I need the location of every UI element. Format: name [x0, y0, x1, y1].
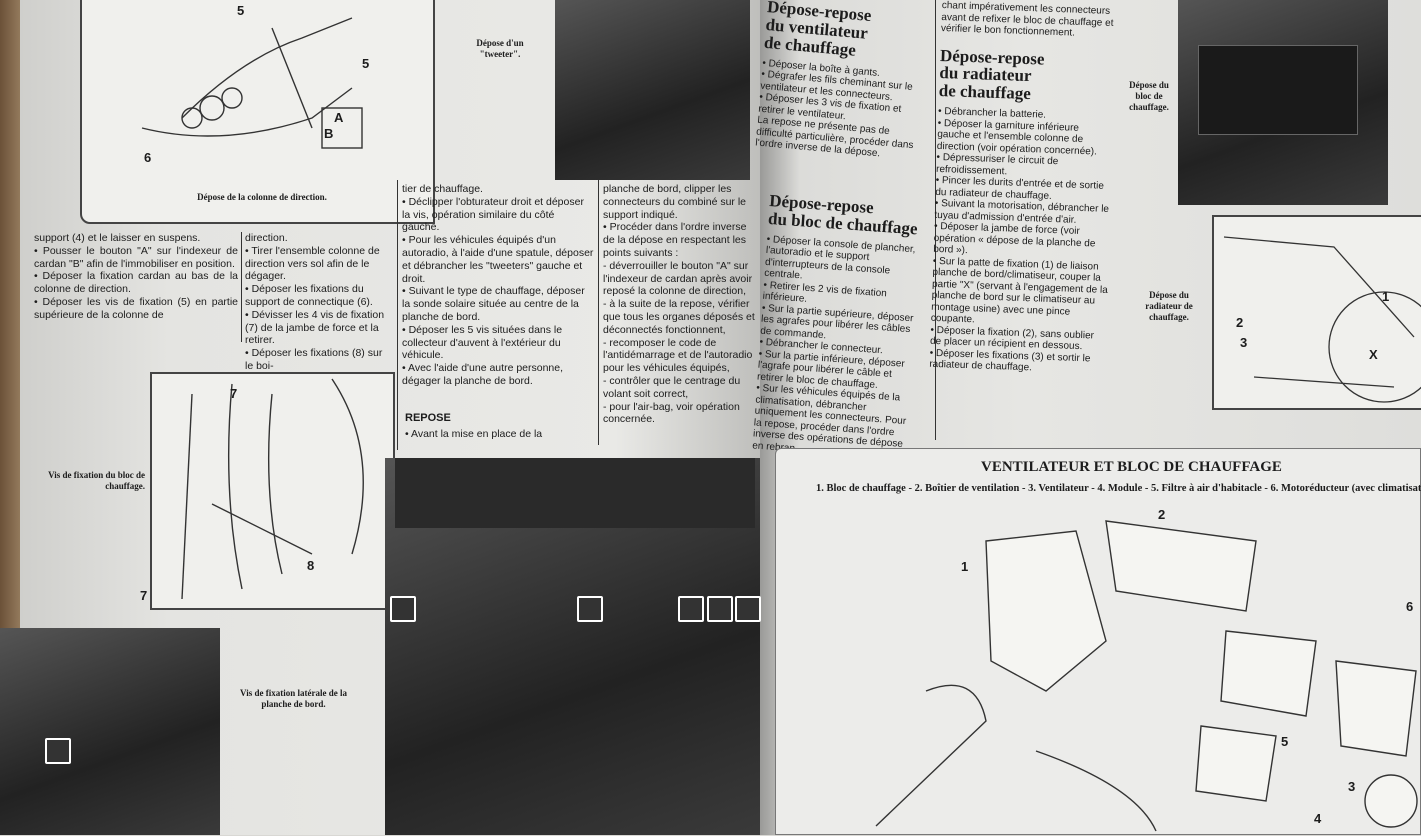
text-column-2: direction. • Tirer l'ensemble colonne de…	[245, 232, 385, 372]
tweeter-caption: Dépose d'un "tweeter".	[476, 38, 524, 59]
steering-column-drawing	[141, 17, 363, 149]
part-label-6: 6	[1406, 599, 1414, 614]
part-label-5: 5	[1281, 734, 1289, 749]
section-text: • Déposer la console de plancher, l'auto…	[751, 233, 916, 455]
arrow-marker	[45, 738, 71, 764]
section-text-continued: chant impérativement les connecteurs ava…	[940, 0, 1114, 39]
column-rule	[241, 232, 242, 342]
part-label-3: 3	[1348, 779, 1356, 794]
text-column-3: tier de chauffage. • Déclipper l'obturat…	[402, 183, 594, 387]
section-heading: Dépose-repose du ventilateur de chauffag…	[763, 0, 873, 60]
label-2: 2	[1236, 315, 1244, 330]
bloc-caption: Dépose du bloc de chauffage.	[1129, 80, 1169, 112]
engine-bay-photo	[385, 458, 761, 835]
label-3: 3	[1240, 335, 1248, 350]
repose-heading: REPOSE	[405, 412, 451, 424]
dashboard-caption: Vis de fixation latérale de la planche d…	[240, 688, 347, 709]
figure-radiateur: 2 3 1 X	[1212, 215, 1421, 410]
figure-steering-column: 5 5 A B 6 Dépose de la colonne de direct…	[80, 0, 435, 224]
section-text: • Déposer la boîte à gants. • Dégrafer l…	[754, 57, 914, 160]
text-column-4: planche de bord, clipper les connecteurs…	[603, 183, 755, 426]
section-text: • Débrancher la batterie. • Déposer la g…	[929, 105, 1110, 374]
cowl-panel	[395, 458, 755, 528]
label-7: 7	[230, 386, 238, 401]
label-x: X	[1369, 347, 1378, 362]
panel-title: VENTILATEUR ET BLOC DE CHAUFFAGE	[981, 459, 1282, 475]
arrow-marker	[577, 596, 603, 622]
radiator-drawing	[1223, 236, 1421, 403]
figure-heater-screws: 7 8 7	[140, 372, 395, 610]
label-8: 8	[307, 558, 315, 573]
arrow-marker	[735, 596, 761, 622]
section-bloc-chauffage: Dépose-repose du bloc de chauffage • Dép…	[751, 191, 922, 462]
panel-legend: 1. Bloc de chauffage - 2. Boîtier de ven…	[816, 483, 1421, 494]
heater-drawing	[181, 378, 364, 600]
section-ventilateur: Dépose-repose du ventilateur de chauffag…	[755, 0, 926, 163]
label-5: 5	[237, 3, 245, 18]
label-7b: 7	[140, 588, 148, 603]
dashboard-side-photo	[0, 628, 220, 835]
section-heading: Dépose-repose du radiateur de chauffage	[938, 45, 1045, 104]
section-radiateur: chant impérativement les connecteurs ava…	[929, 0, 1118, 376]
arrow-marker	[678, 596, 704, 622]
radiateur-caption: Dépose du radiateur de chauffage.	[1145, 290, 1193, 322]
tweeter-photo	[555, 0, 750, 180]
repose-text: • Avant la mise en place de la	[405, 428, 543, 440]
figure-caption: Dépose de la colonne de direction.	[197, 192, 327, 202]
column-rule	[935, 0, 936, 440]
column-rule	[598, 180, 599, 445]
console-photo	[1178, 0, 1388, 205]
radio-unit	[1198, 45, 1358, 135]
part-label-2: 2	[1158, 507, 1166, 522]
part-label-1: 1	[961, 559, 969, 574]
arrow-marker	[707, 596, 733, 622]
part-label-4: 4	[1314, 811, 1322, 826]
exploded-heater-drawing	[875, 520, 1418, 832]
arrow-marker	[390, 596, 416, 622]
label-a: A	[334, 110, 344, 125]
exploded-view-panel: VENTILATEUR ET BLOC DE CHAUFFAGE 1. Bloc…	[775, 448, 1421, 835]
label-5b: 5	[362, 56, 370, 71]
label-b: B	[324, 126, 334, 141]
column-rule	[397, 180, 398, 450]
heater-caption: Vis de fixation du bloc de chauffage.	[48, 470, 145, 491]
label-6: 6	[144, 150, 152, 165]
text-column-1: support (4) et le laisser en suspens. • …	[34, 232, 238, 321]
label-1: 1	[1382, 289, 1390, 304]
